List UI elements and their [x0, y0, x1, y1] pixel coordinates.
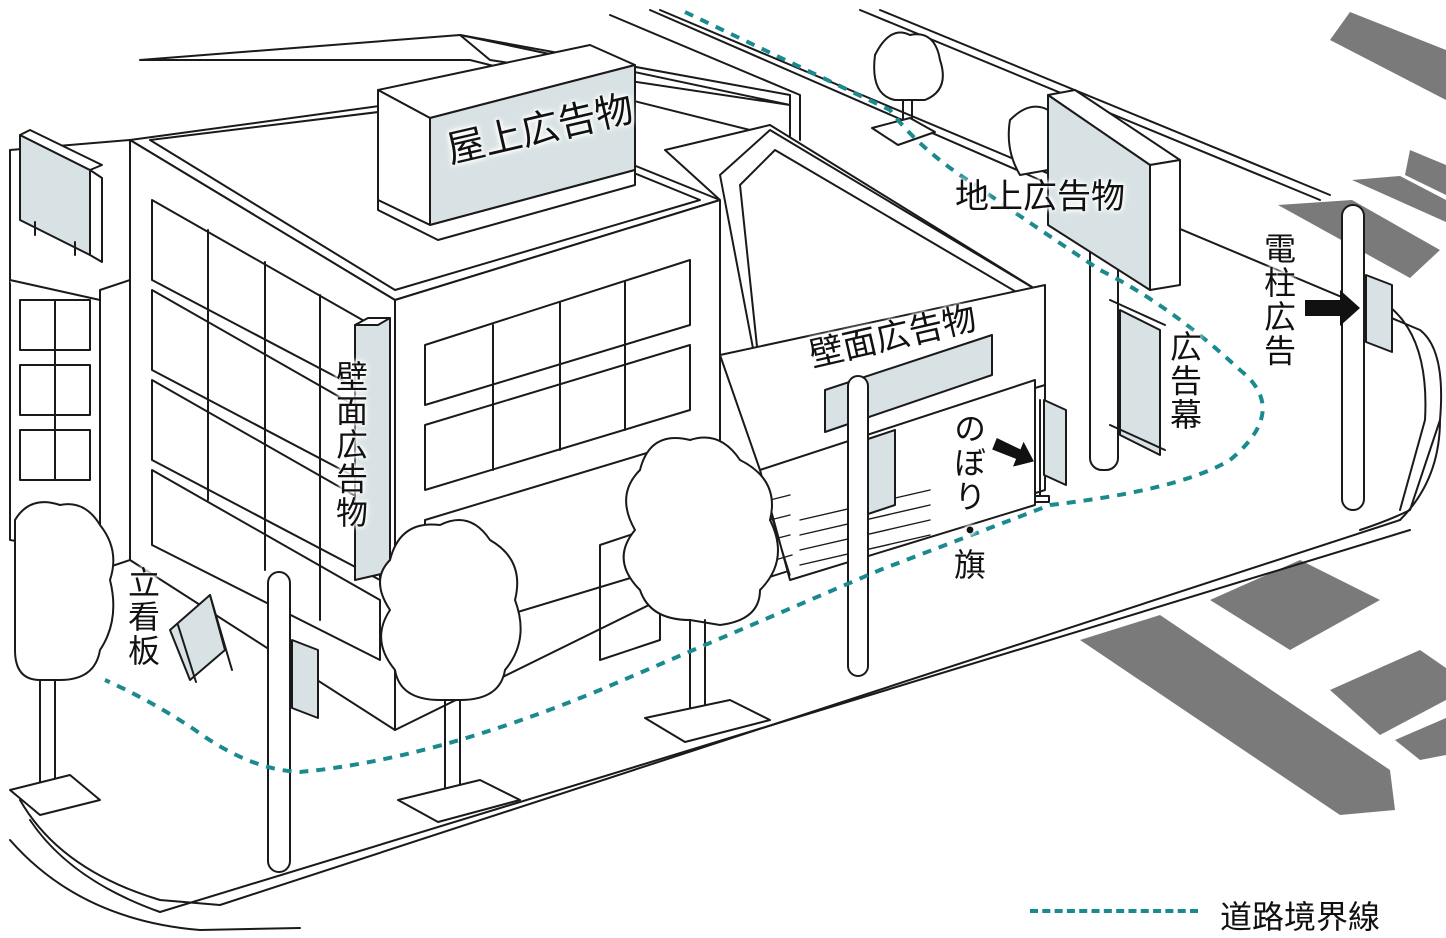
rooftop-sign-box: [377, 44, 636, 241]
nobori-flag: [1034, 399, 1067, 503]
ground-sign-label: 地上広告物: [955, 177, 1125, 217]
street-trees: [9, 31, 1049, 823]
dashed-line-icon: [1030, 909, 1198, 913]
standing-board: [169, 594, 233, 683]
nobori-flag-label: のぼり・旗: [949, 412, 987, 582]
legend-text: 道路境界線: [1220, 898, 1381, 936]
utility-poles: [267, 204, 1393, 873]
pole-ad-label: 電柱広告: [1259, 232, 1297, 368]
road-boundary-line: [104, 10, 1265, 775]
standing-board-label: 立看板: [123, 566, 161, 668]
right-building: [664, 124, 1046, 581]
ground-sign: [1047, 89, 1181, 471]
legend: 道路境界線: [1030, 890, 1430, 936]
left-roof-sign: [19, 129, 103, 263]
wall-sign-left-label: 壁面広告物: [331, 360, 369, 530]
front-curb: [9, 419, 1441, 931]
pointer-arrows: [992, 290, 1360, 467]
banner-label: 広告幕: [1165, 330, 1203, 432]
